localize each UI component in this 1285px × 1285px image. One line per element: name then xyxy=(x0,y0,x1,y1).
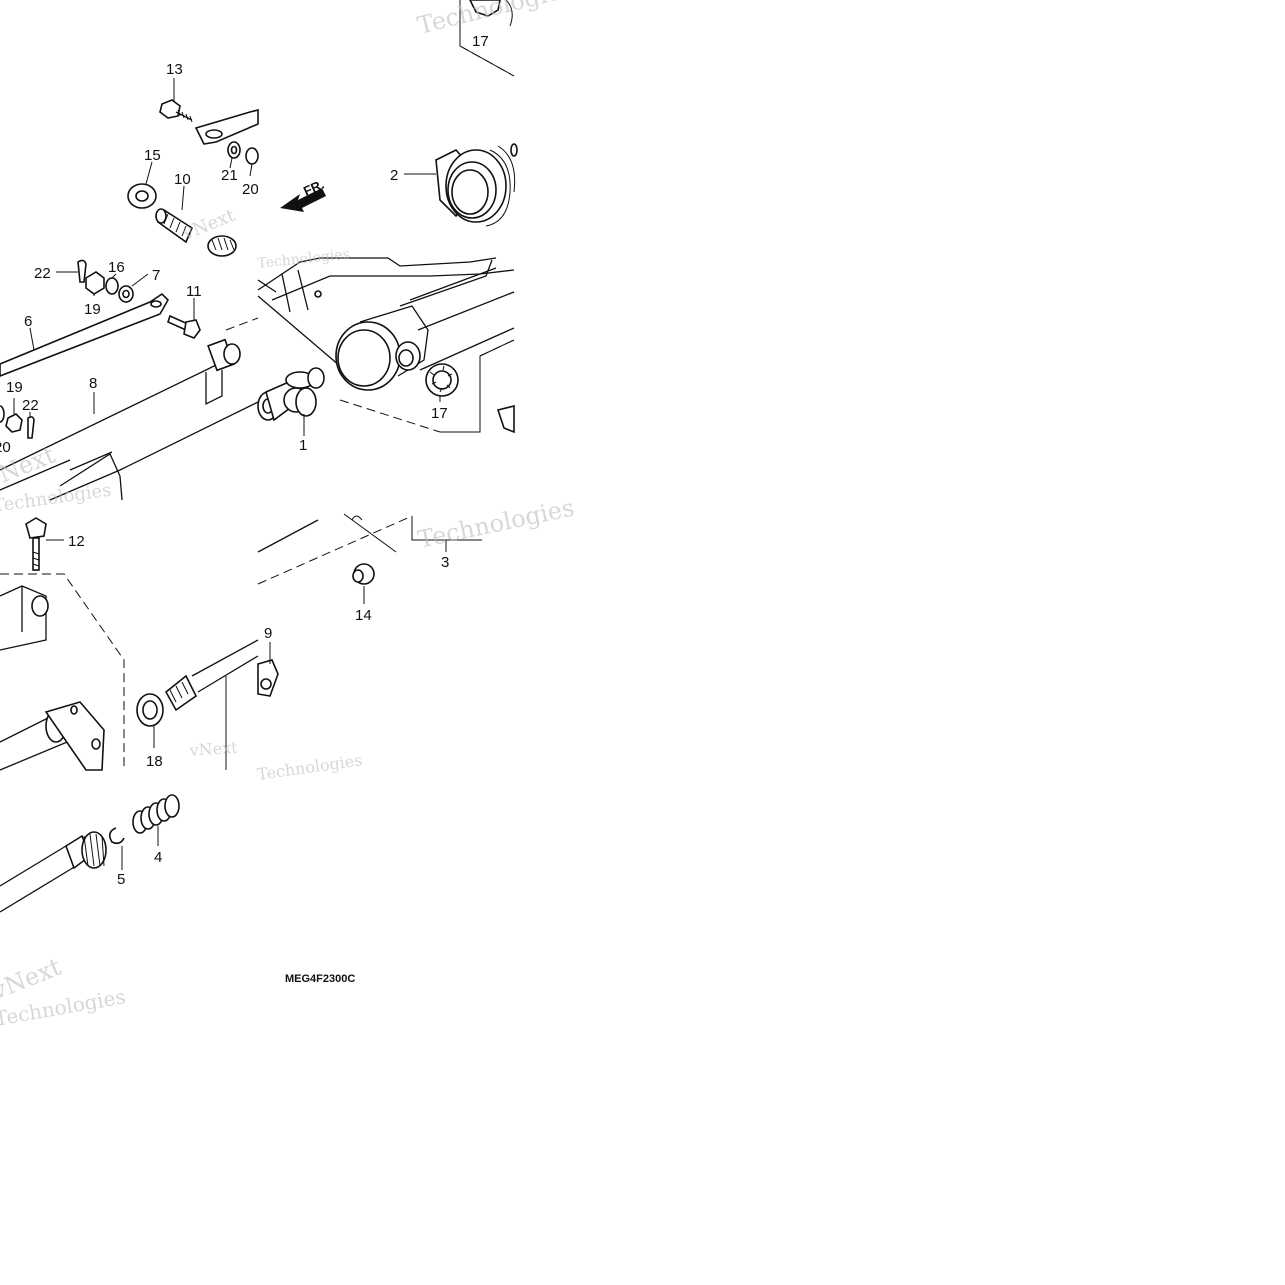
tile-top-left: FR. 13 15 10 21 20 2 17 xyxy=(127,0,518,257)
tile-middle: 22 16 7 19 6 11 xyxy=(0,257,515,501)
callout-15: 15 xyxy=(144,147,161,164)
washer-15 xyxy=(127,183,157,209)
callout-19-b: 19 xyxy=(6,379,23,396)
callout-22-b: 22 xyxy=(22,397,39,414)
nut-20 xyxy=(245,147,259,165)
watermark-text: Technologies xyxy=(415,493,576,553)
callout-18: 18 xyxy=(146,753,163,770)
callout-20: 20 xyxy=(242,181,259,198)
bush-10 xyxy=(155,208,237,257)
callout-1: 1 xyxy=(299,437,307,454)
callout-5: 5 xyxy=(117,871,125,888)
cotter-pin-22-b xyxy=(27,416,35,439)
bearing-17-top xyxy=(469,0,513,27)
callout-2: 2 xyxy=(390,167,398,184)
callout-22: 22 xyxy=(34,265,51,282)
cotter-pin-22 xyxy=(77,259,87,283)
universal-joint-1 xyxy=(257,367,325,422)
torque-rod-6 xyxy=(0,292,169,377)
diagram-code: MEG4F2300C xyxy=(285,973,355,985)
washer-16 xyxy=(105,277,119,295)
washer-7 xyxy=(118,285,134,303)
callout-17: 17 xyxy=(431,405,448,422)
watermark-text: Technologies xyxy=(256,750,364,784)
bearing-18 xyxy=(136,693,164,727)
callout-11: 11 xyxy=(186,283,202,300)
watermark-text: Technologies xyxy=(0,480,113,517)
washer-20-b xyxy=(0,405,5,423)
callout-8: 8 xyxy=(89,375,97,392)
callout-17-top: 17 xyxy=(472,33,489,50)
callout-12: 12 xyxy=(68,533,85,550)
callout-3: 3 xyxy=(441,554,449,571)
grommet-14 xyxy=(352,563,375,585)
final-drive-housing xyxy=(0,585,105,771)
callout-14: 14 xyxy=(355,607,372,624)
swingarm-8 xyxy=(0,317,259,501)
callout-13: 13 xyxy=(166,61,183,78)
bearing-17 xyxy=(425,363,459,397)
callout-16: 16 xyxy=(108,259,125,276)
shaft-end xyxy=(0,831,107,913)
callout-19: 19 xyxy=(84,301,101,318)
callout-20-b: 20 xyxy=(0,439,11,456)
spring-4 xyxy=(132,794,180,834)
drive-shaft-9 xyxy=(164,639,259,712)
callout-10: 10 xyxy=(174,171,191,188)
front-arrow: FR. xyxy=(280,177,326,212)
bolt-12 xyxy=(25,517,47,571)
swingarm-pivot xyxy=(257,257,515,391)
bracket-plate xyxy=(194,108,259,145)
callout-4: 4 xyxy=(154,849,162,866)
bolt-11 xyxy=(167,314,201,339)
tile-lower-right: 14 3 xyxy=(257,513,482,624)
callout-9: 9 xyxy=(264,625,272,642)
washer-21 xyxy=(227,141,241,159)
callout-6: 6 xyxy=(24,313,32,330)
tile-bottom-left: 12 18 9 xyxy=(0,517,279,913)
bolt-13 xyxy=(159,99,193,123)
circlip-5 xyxy=(108,827,125,845)
nut-19 xyxy=(85,271,105,295)
gear-case-2 xyxy=(435,143,518,227)
watermark-text: Technologies xyxy=(415,0,576,40)
watermark-text: vNext xyxy=(188,738,239,760)
watermark-text: Technologies xyxy=(257,246,351,272)
callout-7: 7 xyxy=(152,267,160,284)
callout-21: 21 xyxy=(221,167,238,184)
nut-19-b xyxy=(5,413,23,433)
